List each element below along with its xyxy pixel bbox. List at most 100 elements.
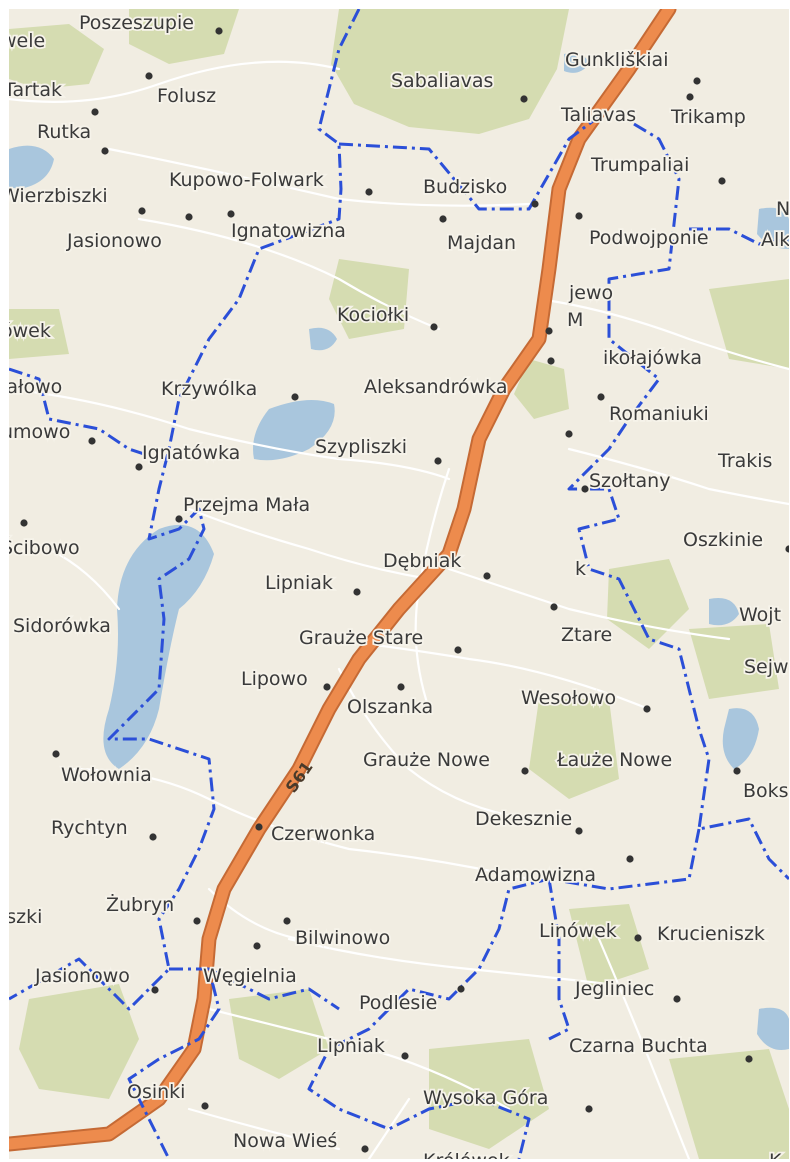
- place-label-sidorówka[interactable]: Sidorówka: [11, 613, 112, 639]
- place-label-linówek[interactable]: Linówek: [537, 918, 618, 944]
- place-label-bilwinowo[interactable]: Bilwinowo: [293, 925, 392, 951]
- place-label-sabaliavas[interactable]: Sabaliavas: [389, 68, 495, 94]
- place-label-trikamp[interactable]: Trikamp: [668, 104, 747, 130]
- place-label-łauże-nowe[interactable]: Łauże Nowe: [554, 747, 674, 773]
- place-label-osinki[interactable]: Osinki: [125, 1079, 187, 1105]
- place-label-szołtany[interactable]: Szołtany: [587, 468, 672, 494]
- place-dot-dekesznie: [575, 827, 583, 835]
- place-dot-folusz: [145, 72, 153, 80]
- place-dot-linówek: [634, 934, 642, 942]
- place-label-poszeszupie[interactable]: Poszeszupie: [77, 10, 195, 36]
- place-label-trakis[interactable]: Trakis: [715, 448, 774, 474]
- place-dot-bilwinowo: [283, 917, 291, 925]
- place-label-oszkinie[interactable]: Oszkinie: [681, 527, 765, 553]
- place-dot-jasionowo: [151, 986, 159, 994]
- place-dot-gunkli-kiai: [693, 77, 701, 85]
- place-label-n[interactable]: N: [774, 196, 789, 222]
- place-dot-krzywólka: [291, 393, 299, 401]
- place-label-węgielnia[interactable]: Węgielnia: [201, 963, 298, 989]
- place-label-k[interactable]: K: [767, 1148, 784, 1159]
- place-label-nowa-wieś[interactable]: Nowa Wieś: [231, 1128, 339, 1154]
- place-label-czarna-buchta[interactable]: Czarna Buchta: [567, 1033, 709, 1059]
- place-dot-rutka: [101, 147, 109, 155]
- place-label-krucieniszk[interactable]: Krucieniszk: [655, 921, 766, 947]
- place-dot-taliavas: [686, 93, 694, 101]
- place-label-żubryn[interactable]: Żubryn: [104, 891, 176, 918]
- place-label-sejw[interactable]: Sejw: [742, 654, 789, 680]
- place-label-ztare[interactable]: Ztare: [559, 622, 614, 648]
- place-label-podwojponie[interactable]: Podwojponie: [587, 225, 710, 251]
- place-dot-podwojponie: [575, 212, 583, 220]
- place-label-m[interactable]: M: [565, 307, 585, 333]
- place-label-trumpaliai[interactable]: Trumpaliai: [588, 152, 691, 178]
- place-dot-m: [545, 327, 553, 335]
- place-label-lipniak[interactable]: Lipniak: [315, 1033, 386, 1059]
- place-dot-przejma-mała: [175, 515, 183, 523]
- place-label-rychtyn[interactable]: Rychtyn: [49, 815, 129, 841]
- map-view[interactable]: S61 PoszeszupieweleSabaliavasGunkliškiai…: [9, 9, 789, 1159]
- place-label-gunkli-kiai[interactable]: Gunkliškiai: [563, 47, 670, 73]
- place-label-ówek[interactable]: ówek: [9, 318, 53, 344]
- place-label-tartak[interactable]: Tartak: [9, 77, 64, 103]
- place-label-przejma-mała[interactable]: Przejma Mała: [181, 492, 312, 518]
- place-label-grauże-stare[interactable]: Grauże Stare: [297, 625, 425, 651]
- place-dot-czerwonka: [255, 823, 263, 831]
- place-label-romaniuki[interactable]: Romaniuki: [607, 401, 710, 427]
- place-label-wysoka-góra[interactable]: Wysoka Góra: [421, 1085, 550, 1111]
- place-dot-czarna-buchta: [745, 1055, 753, 1063]
- place-label-lipniak[interactable]: Lipniak: [263, 570, 334, 596]
- place-label-wesołowo[interactable]: Wesołowo: [519, 685, 618, 711]
- place-dot-szołtany: [581, 485, 589, 493]
- place-dot-ignatowizna: [227, 210, 235, 218]
- place-label-jegliniec[interactable]: Jegliniec: [572, 976, 656, 1002]
- place-label-dekesznie[interactable]: Dekesznie: [473, 806, 574, 832]
- place-label-wierzbiszki[interactable]: Wierzbiszki: [9, 183, 109, 209]
- place-label-krzywólka[interactable]: Krzywólka: [159, 376, 259, 402]
- place-dot-węgielnia: [253, 942, 261, 950]
- place-label-ignatówka[interactable]: Ignatówka: [140, 440, 242, 466]
- place-label-ignatowizna[interactable]: Ignatowizna: [229, 218, 347, 244]
- place-dot-jasionowo: [185, 213, 193, 221]
- place-label-wojt[interactable]: Wojt: [737, 602, 783, 628]
- place-dot-majdan: [439, 215, 447, 223]
- place-label-majdan[interactable]: Majdan: [445, 230, 518, 256]
- place-label-łałowo[interactable]: łałowo: [9, 374, 64, 400]
- place-label-jasionowo[interactable]: Jasionowo: [32, 963, 131, 989]
- place-label-jewo[interactable]: jewo: [566, 280, 615, 306]
- place-label-szypliszki[interactable]: Szypliszki: [313, 434, 409, 460]
- place-dot-olszanka: [397, 683, 405, 691]
- motorway-s61: [9, 9, 677, 1152]
- place-label-lipowo[interactable]: Lipowo: [239, 666, 309, 692]
- place-label-grauże-nowe[interactable]: Grauże Nowe: [361, 747, 492, 773]
- place-label-iszki[interactable]: iszki: [9, 904, 44, 930]
- place-label-ścibowo[interactable]: Ścibowo: [9, 533, 81, 561]
- place-label-podlesie[interactable]: Podlesie: [357, 990, 439, 1016]
- place-label-kociołki[interactable]: Kociołki: [335, 302, 411, 328]
- place-label-wele[interactable]: wele: [9, 28, 47, 54]
- place-label-folusz[interactable]: Folusz: [155, 83, 218, 109]
- place-label-boks[interactable]: Boks: [741, 778, 789, 804]
- place-label-adamowizna[interactable]: Adamowizna: [473, 862, 597, 888]
- place-label-wołownia[interactable]: Wołownia: [59, 762, 153, 788]
- place-dot-poszeszupie: [215, 27, 223, 35]
- place-dot-szypliszki: [434, 457, 442, 465]
- place-label-królówek[interactable]: Królówek: [421, 1148, 511, 1159]
- place-dot-boks: [733, 767, 741, 775]
- place-label-rutka[interactable]: Rutka: [35, 119, 93, 145]
- place-label-czerwonka[interactable]: Czerwonka: [269, 821, 377, 847]
- place-label-taliavas[interactable]: Taliavas: [558, 102, 638, 128]
- place-label-budzisko[interactable]: Budzisko: [421, 174, 509, 200]
- place-label-dębniak[interactable]: Dębniak: [381, 548, 463, 574]
- place-label-kupowo-folwark[interactable]: Kupowo-Folwark: [167, 167, 325, 193]
- place-label-k[interactable]: k: [573, 556, 588, 582]
- place-label-umowo[interactable]: umowo: [9, 419, 72, 445]
- place-label-aleksandrówka[interactable]: Aleksandrówka: [362, 374, 509, 400]
- place-label-alk[interactable]: Alk: [759, 227, 789, 253]
- place-label-ikołajówka[interactable]: ikołajówka: [601, 345, 704, 371]
- water-bodies: [9, 52, 789, 1050]
- place-label-olszanka[interactable]: Olszanka: [345, 694, 435, 720]
- place-dot-budzisko: [531, 200, 539, 208]
- place-label-jasionowo[interactable]: Jasionowo: [64, 228, 163, 254]
- place-dot-grauże-nowe: [521, 767, 529, 775]
- place-dot-lipowo: [323, 683, 331, 691]
